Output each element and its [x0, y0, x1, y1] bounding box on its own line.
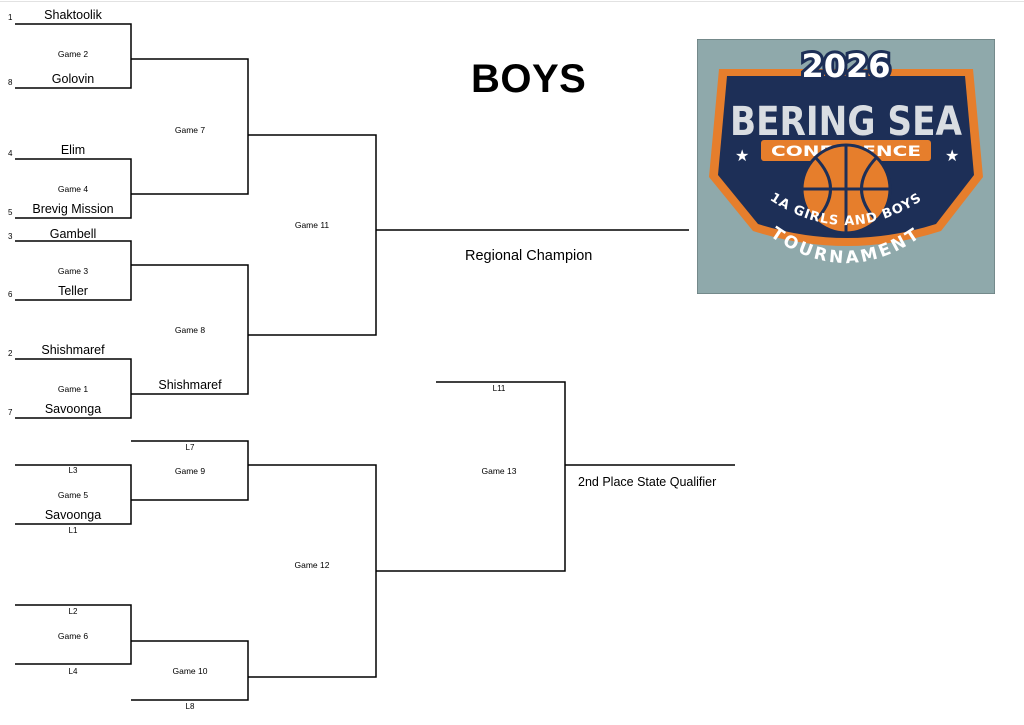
game-10-bracket — [131, 640, 249, 701]
logo-year-outline: 2026 — [801, 47, 890, 85]
regional-champion-label: Regional Champion — [465, 248, 593, 264]
loser-slot: L3 — [68, 466, 78, 475]
game-label: Game 10 — [172, 666, 208, 676]
game-label: Game 7 — [174, 125, 206, 135]
seed-number: 4 — [8, 149, 13, 158]
basketball-seams-icon — [802, 145, 890, 233]
logo-bering-sea: BERING SEA — [730, 99, 962, 145]
team-name: Teller — [58, 284, 88, 298]
game-label: Game 12 — [294, 560, 330, 570]
game-9-bracket — [131, 440, 249, 501]
loser-slot: L11 — [492, 384, 506, 393]
game-label: Game 6 — [57, 631, 89, 641]
seed-number: 8 — [8, 78, 13, 87]
game-6-bracket — [15, 604, 132, 665]
team-name: Golovin — [51, 72, 95, 86]
game-label: Game 3 — [57, 266, 89, 276]
tournament-logo: 2026 2026 BERING SEA CONFERENCE ★ ★ 1A G… — [697, 39, 995, 294]
seed-number: 3 — [8, 232, 13, 241]
seed-number: 1 — [8, 13, 13, 22]
game-label: Game 8 — [174, 325, 206, 335]
game-4-bracket — [15, 158, 132, 219]
page-title: BOYS — [471, 57, 587, 101]
game-1-bracket — [15, 358, 132, 419]
seed-number: 6 — [8, 290, 13, 299]
loser-slot: L8 — [185, 702, 195, 711]
seed-number: 7 — [8, 408, 13, 417]
star-icon: ★ — [735, 148, 749, 165]
game-label: Game 11 — [294, 220, 330, 230]
game-label: Game 5 — [57, 490, 89, 500]
game-label: Game 1 — [57, 384, 89, 394]
star-icon: ★ — [945, 148, 959, 165]
loser-slot: L1 — [68, 526, 78, 535]
game-label: Game 9 — [174, 466, 206, 476]
team-name: Savoonga — [44, 508, 102, 522]
game-12-bracket — [248, 464, 377, 678]
team-name: Brevig Mission — [32, 202, 114, 216]
game-label: Game 4 — [57, 184, 89, 194]
game-5-bracket — [15, 464, 132, 525]
team-name: Shaktoolik — [44, 8, 102, 22]
team-name: Elim — [60, 143, 86, 157]
top-divider — [0, 1, 1024, 2]
loser-slot: L7 — [185, 443, 195, 452]
loser-slot: L4 — [68, 667, 78, 676]
seed-number: 5 — [8, 208, 13, 217]
second-place-qualifier-label: 2nd Place State Qualifier — [578, 475, 717, 489]
team-name: Shishmaref — [41, 343, 105, 357]
loser-slot: L2 — [68, 607, 78, 616]
game-label: Game 2 — [57, 49, 89, 59]
game-8-bracket — [131, 264, 249, 395]
team-name: Savoonga — [44, 402, 102, 416]
team-name: Shishmaref — [158, 378, 222, 392]
game-11-bracket — [248, 134, 377, 336]
game-13-bracket — [376, 381, 566, 572]
team-name: Gambell — [49, 227, 97, 241]
game-3-bracket — [15, 240, 132, 301]
game-2-bracket — [15, 23, 132, 89]
logo-year: 2026 — [801, 47, 890, 85]
game-label: Game 13 — [481, 466, 517, 476]
seed-number: 2 — [8, 349, 13, 358]
game-7-bracket — [131, 58, 249, 195]
